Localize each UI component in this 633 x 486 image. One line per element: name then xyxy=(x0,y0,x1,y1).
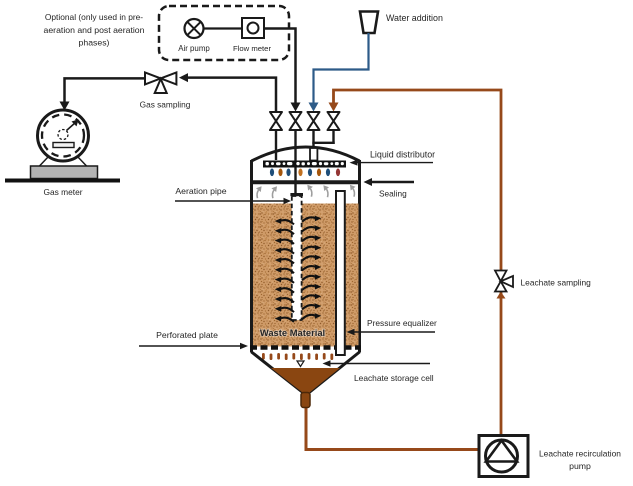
svg-text:Optional (only used in pre-: Optional (only used in pre- xyxy=(45,12,143,22)
svg-text:Sealing: Sealing xyxy=(379,189,407,199)
svg-text:Air pump: Air pump xyxy=(178,44,210,53)
svg-text:Gas meter: Gas meter xyxy=(43,187,82,197)
svg-text:Liquid distributor: Liquid distributor xyxy=(370,150,435,160)
svg-text:Gas sampling: Gas sampling xyxy=(140,100,191,110)
svg-text:aeration and post aeration: aeration and post aeration xyxy=(44,25,145,35)
svg-text:Aeration pipe: Aeration pipe xyxy=(175,186,226,196)
svg-text:pump: pump xyxy=(569,461,591,471)
svg-text:Leachate storage cell: Leachate storage cell xyxy=(354,373,434,383)
svg-text:Flow meter: Flow meter xyxy=(233,44,271,53)
svg-text:Waste Material: Waste Material xyxy=(260,327,325,338)
svg-text:phases): phases) xyxy=(79,38,110,48)
svg-text:Pressure equalizer: Pressure equalizer xyxy=(367,318,437,328)
svg-text:Leachate recirculation: Leachate recirculation xyxy=(539,449,621,459)
svg-text:Water addition: Water addition xyxy=(386,13,443,23)
svg-text:Leachate sampling: Leachate sampling xyxy=(521,278,592,288)
svg-text:Perforated plate: Perforated plate xyxy=(156,330,218,340)
